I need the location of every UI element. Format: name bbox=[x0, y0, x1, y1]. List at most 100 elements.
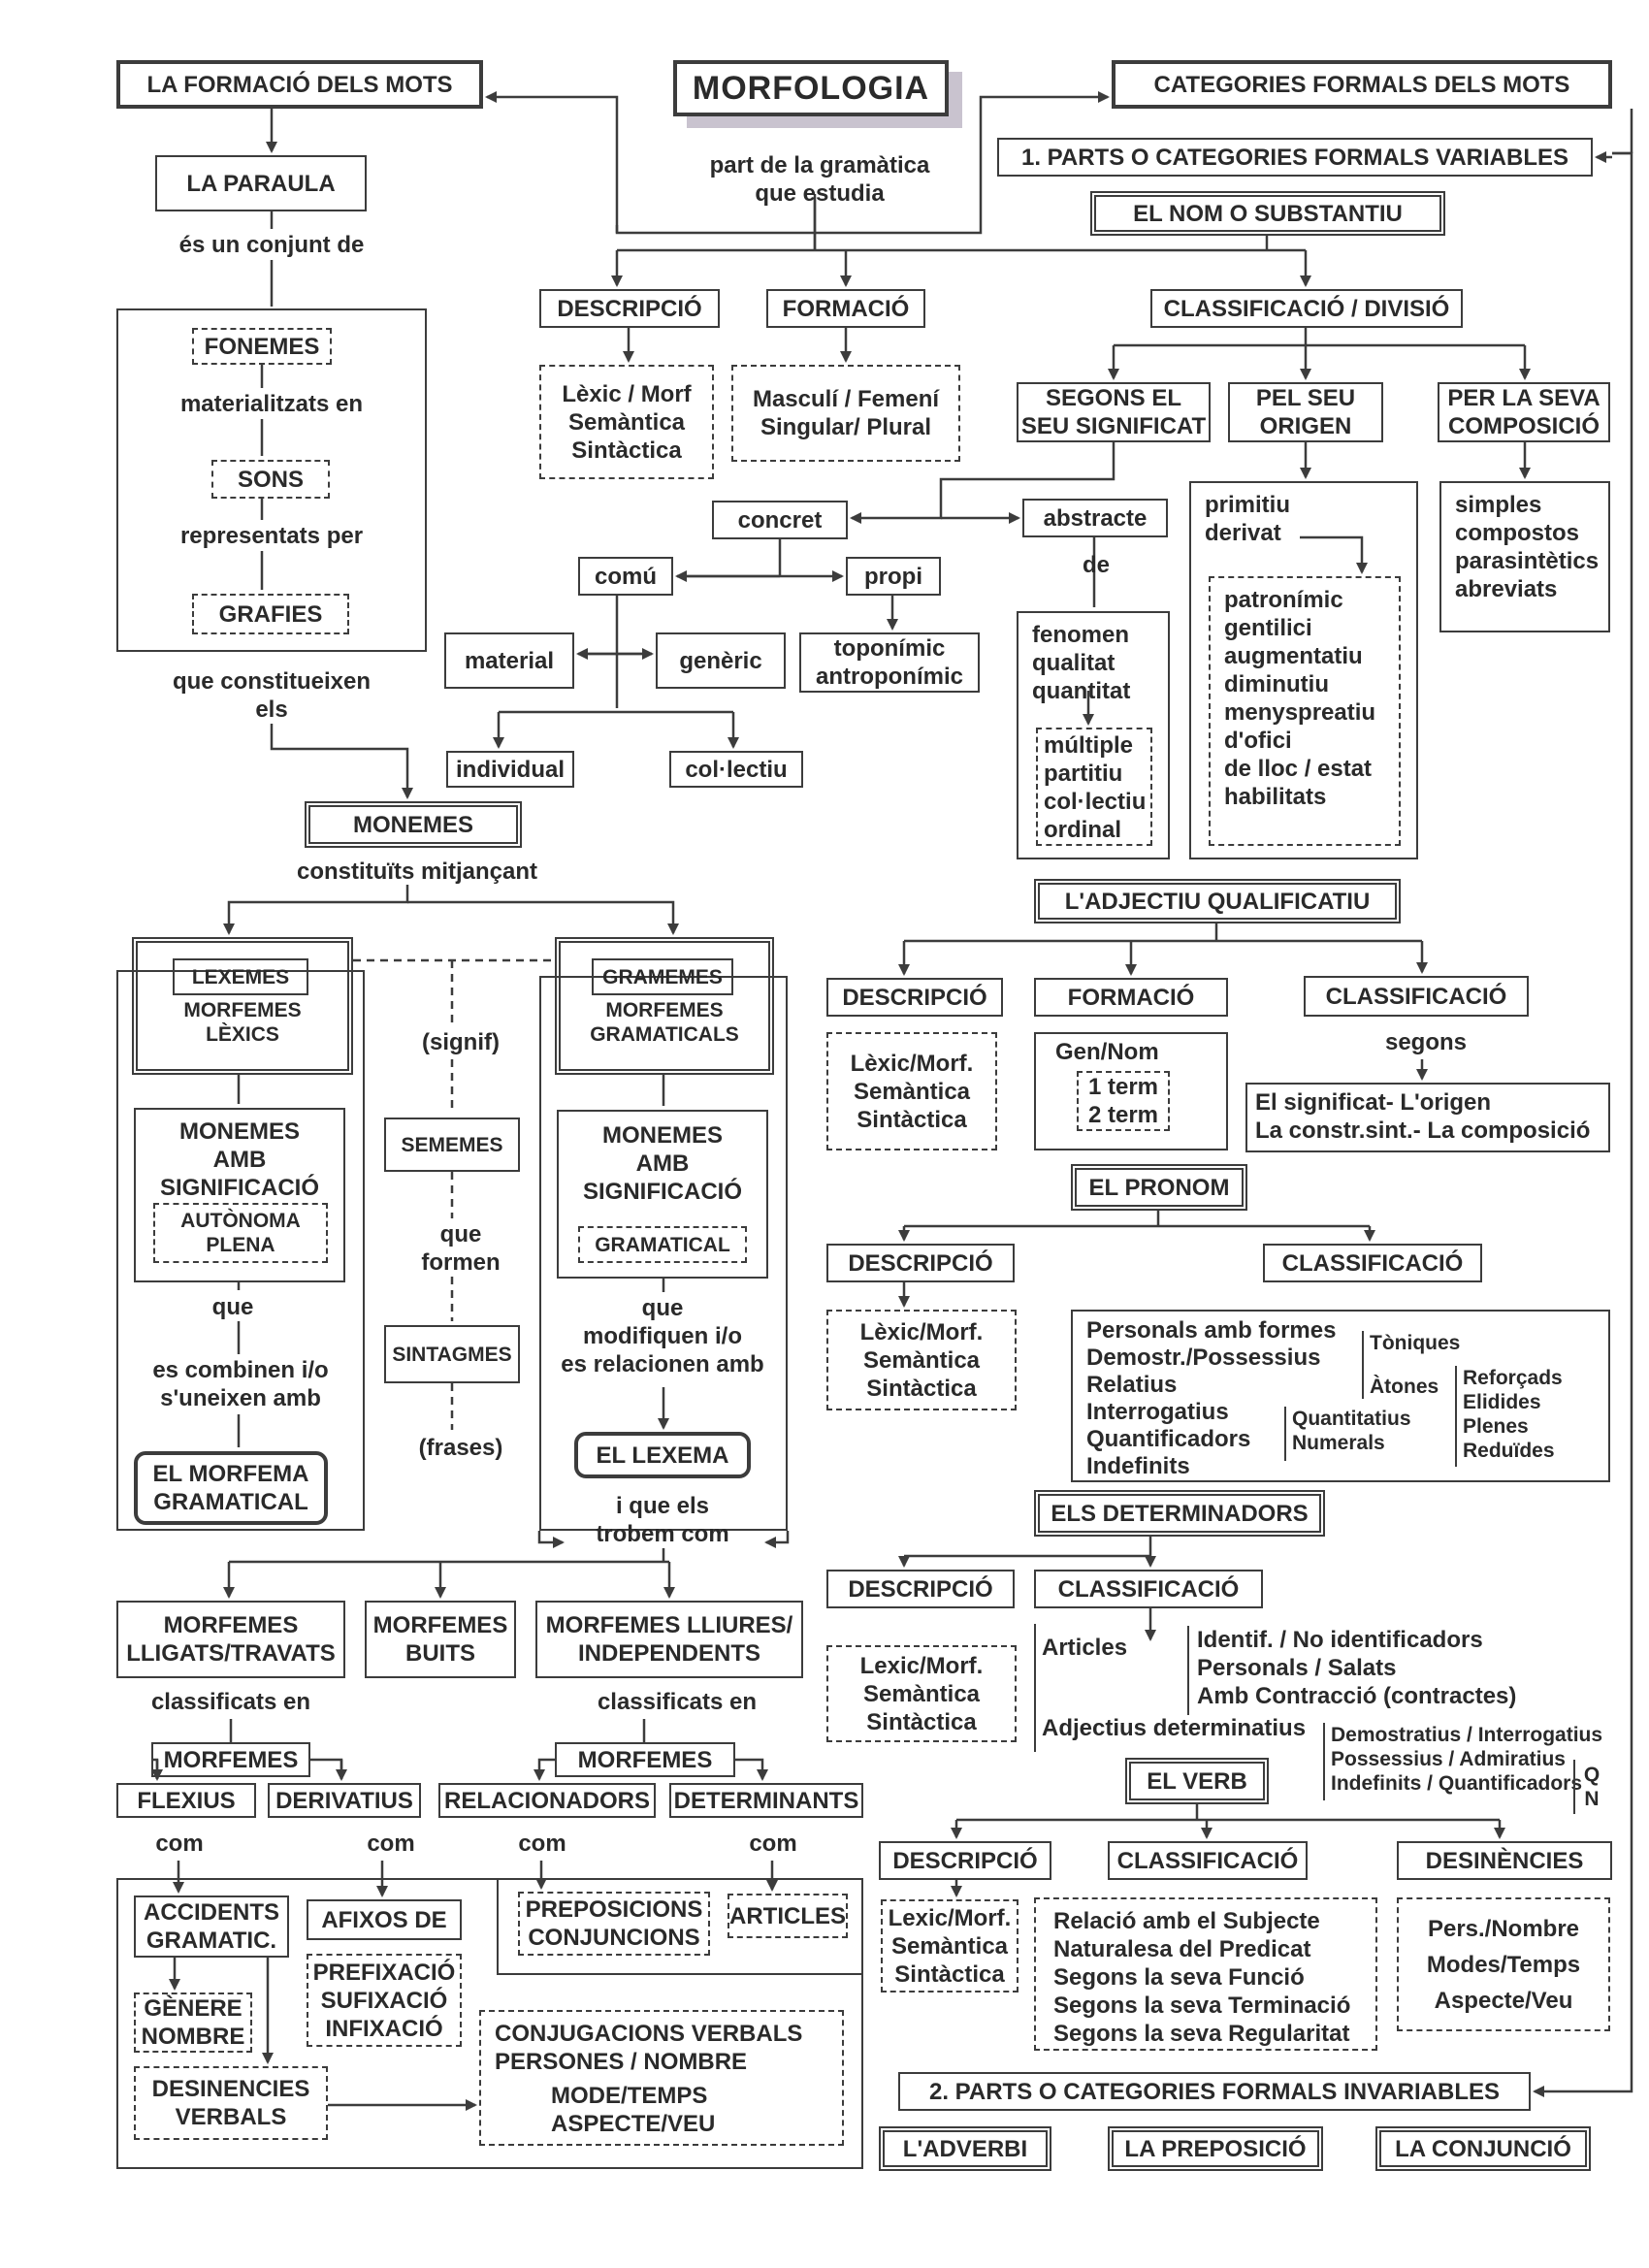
que-constitueixen-label: que constitueixen els bbox=[146, 667, 398, 724]
nom-masculi-box: Masculí / Femení Singular/ Plural bbox=[731, 365, 960, 462]
modifiquen-line: modifiquen i/o bbox=[583, 1323, 742, 1349]
origen-box: primitiu derivat bbox=[1189, 481, 1418, 859]
adverbi-box: L'ADVERBI bbox=[879, 2126, 1051, 2171]
demostr-item: Demostr./Possessius bbox=[1086, 1345, 1321, 1371]
simples-item: simples bbox=[1455, 492, 1542, 518]
demostratius-item: Demostratius / Interrogatius bbox=[1331, 1724, 1603, 1746]
formen-line: formen bbox=[421, 1249, 501, 1276]
plenes-item: Plenes bbox=[1463, 1415, 1529, 1438]
buits-line-2: BUITS bbox=[405, 1640, 475, 1667]
derivat-item: derivat bbox=[1205, 520, 1281, 546]
pron-lexic-line: Lèxic/Morf. bbox=[859, 1318, 984, 1345]
materialitzats-label: materialitzats en bbox=[179, 391, 364, 417]
dofici-item: d'ofici bbox=[1224, 728, 1292, 754]
identif-item: Identif. / No identificadors bbox=[1197, 1627, 1483, 1653]
morfemes-lligats-box: MORFEMES LLIGATS/TRAVATS bbox=[116, 1601, 345, 1678]
adj-formacio-box: FORMACIÓ bbox=[1034, 978, 1228, 1017]
regularitat-item: Segons la seva Regularitat bbox=[1053, 2021, 1350, 2047]
lexemes-frame bbox=[116, 970, 365, 1531]
conjuncio-box: LA CONJUNCIÓ bbox=[1375, 2126, 1591, 2171]
monemes-r-line: MONEMES bbox=[601, 1122, 723, 1149]
qualitat-item: qualitat bbox=[1032, 650, 1116, 676]
derivat-list-box: patronímic gentilici augmentatiu diminut… bbox=[1209, 576, 1401, 846]
categories-variables-box: 1. PARTS O CATEGORIES FORMALS VARIABLES bbox=[997, 138, 1593, 177]
augmentatiu-item: augmentatiu bbox=[1224, 643, 1363, 669]
gramemes-frame bbox=[539, 976, 788, 1531]
pel-line: PEL SEU bbox=[1255, 385, 1356, 411]
nombre-line: NOMBRE bbox=[141, 2024, 245, 2050]
antroponimic-item: antroponímic bbox=[815, 664, 963, 690]
classificats-left-label: classificats en bbox=[150, 1689, 311, 1715]
mode-temps-line: MODE/TEMPS bbox=[551, 2083, 708, 2109]
derivat-arrow bbox=[1300, 535, 1368, 574]
toponimic-item: toponímic bbox=[833, 635, 946, 662]
comu-box: comú bbox=[578, 557, 673, 596]
articles-item: Articles bbox=[1042, 1635, 1128, 1661]
individual-box: individual bbox=[446, 751, 574, 788]
categories-formals-box: CATEGORIES FORMALS DELS MOTS bbox=[1112, 60, 1612, 109]
quantitat-item: quantitat bbox=[1032, 678, 1131, 704]
collectiu-q-item: col·lectiu bbox=[1044, 789, 1147, 815]
qn-list: Q N bbox=[1573, 1760, 1608, 1814]
verb-desinencies-box: DESINÈNCIES bbox=[1397, 1841, 1612, 1880]
atones-item: Àtones bbox=[1370, 1376, 1439, 1398]
verb-box: EL VERB bbox=[1125, 1758, 1269, 1804]
verbals-line: VERBALS bbox=[175, 2104, 287, 2130]
es-combinen-label: es combinen i/o s'uneixen amb bbox=[126, 1356, 355, 1412]
det-semantica-line: Semàntica bbox=[862, 1680, 981, 1707]
term-2-line: 2 term bbox=[1087, 1102, 1159, 1128]
genere-box: GÈNERE NOMBRE bbox=[134, 1993, 252, 2053]
demostratius-list: Demostratius / Interrogatius Possessius … bbox=[1323, 1723, 1602, 1800]
que-line: que bbox=[439, 1221, 482, 1247]
lexic-line: Lèxic / Morf bbox=[562, 380, 692, 407]
significat-origen-line: El significat- L'origen bbox=[1255, 1089, 1492, 1116]
adj-formacio-list-box: Gen/Nom bbox=[1034, 1032, 1228, 1150]
funcio-item: Segons la seva Funció bbox=[1053, 1964, 1305, 1991]
morfemes-left-box: MORFEMES bbox=[151, 1742, 310, 1777]
lligats-line-2: LLIGATS/TRAVATS bbox=[126, 1640, 336, 1667]
nom-formacio-box: FORMACIÓ bbox=[766, 289, 925, 328]
fonemes-frame bbox=[116, 308, 427, 652]
compostos-item: compostos bbox=[1455, 520, 1580, 546]
propi-box: propi bbox=[846, 557, 941, 596]
abreviats-item: abreviats bbox=[1455, 576, 1558, 602]
formacio-dels-mots-box: LA FORMACIÓ DELS MOTS bbox=[116, 60, 483, 109]
verb-class-list-box: Relació amb el Subjecte Naturalesa del P… bbox=[1034, 1897, 1377, 2051]
sintagmes-box: SINTAGMES bbox=[384, 1325, 520, 1383]
adj-semantica-line: Semàntica bbox=[853, 1078, 971, 1105]
amb-r-line: AMB bbox=[635, 1150, 690, 1177]
interrogatius-item: Interrogatius bbox=[1086, 1399, 1229, 1425]
morfemes-lliures-box: MORFEMES LLIURES/ INDEPENDENTS bbox=[535, 1601, 803, 1678]
det-bar bbox=[904, 1537, 1152, 1558]
i-que-label: i que els trobem com bbox=[539, 1492, 786, 1548]
el-morfema-line: EL MORFEMA bbox=[152, 1461, 309, 1487]
adj-bar bbox=[904, 923, 1422, 943]
nom-classificacio-box: CLASSIFICACIÓ / DIVISIÓ bbox=[1150, 289, 1463, 328]
preposicio-box: LA PREPOSICIÓ bbox=[1108, 2126, 1323, 2171]
morfemes-lexics-box: MORFEMES LÈXICS bbox=[132, 937, 353, 1075]
to-formacio-line bbox=[485, 91, 619, 225]
term-1-line: 1 term bbox=[1087, 1074, 1159, 1100]
verb-lexic-box: Lexic/Morf. Semàntica Sintàctica bbox=[881, 1899, 1018, 1993]
det-lexic-box: Lexic/Morf. Semàntica Sintàctica bbox=[826, 1645, 1017, 1742]
pron-lexic-box: Lèxic/Morf. Semàntica Sintàctica bbox=[826, 1310, 1017, 1410]
representats-label: representats per bbox=[179, 523, 364, 549]
collectiu-box: col·lectiu bbox=[669, 751, 803, 788]
relacionadors-box: RELACIONADORS bbox=[438, 1783, 656, 1818]
accidents-line: ACCIDENTS bbox=[143, 1899, 279, 1926]
patronimic-item: patronímic bbox=[1224, 587, 1343, 613]
terminacio-item: Segons la seva Terminació bbox=[1053, 1993, 1351, 2019]
plena-line: PLENA bbox=[206, 1234, 275, 1256]
monemes-amb-left-box: MONEMES AMB SIGNIFICACIÓ bbox=[134, 1108, 345, 1282]
categories-invariables-box: 2. PARTS O CATEGORIES FORMALS INVARIABLE… bbox=[898, 2072, 1531, 2111]
verb-des-list-box: Pers./Nombre Modes/Temps Aspecte/Veu bbox=[1397, 1897, 1610, 2031]
i-que-line: i que els bbox=[615, 1493, 710, 1519]
personals-salats-item: Personals / Salats bbox=[1197, 1655, 1397, 1681]
habilitats-item: habilitats bbox=[1224, 784, 1327, 810]
morfologia-definition: part de la gramàtica que estudia bbox=[679, 151, 960, 208]
quantitat-list-box: múltiple partitiu col·lectiu ordinal bbox=[1036, 728, 1152, 846]
que-r-line: que bbox=[641, 1295, 684, 1321]
amb-line: AMB bbox=[212, 1147, 267, 1173]
det-sintactica-line: Sintàctica bbox=[866, 1708, 977, 1735]
